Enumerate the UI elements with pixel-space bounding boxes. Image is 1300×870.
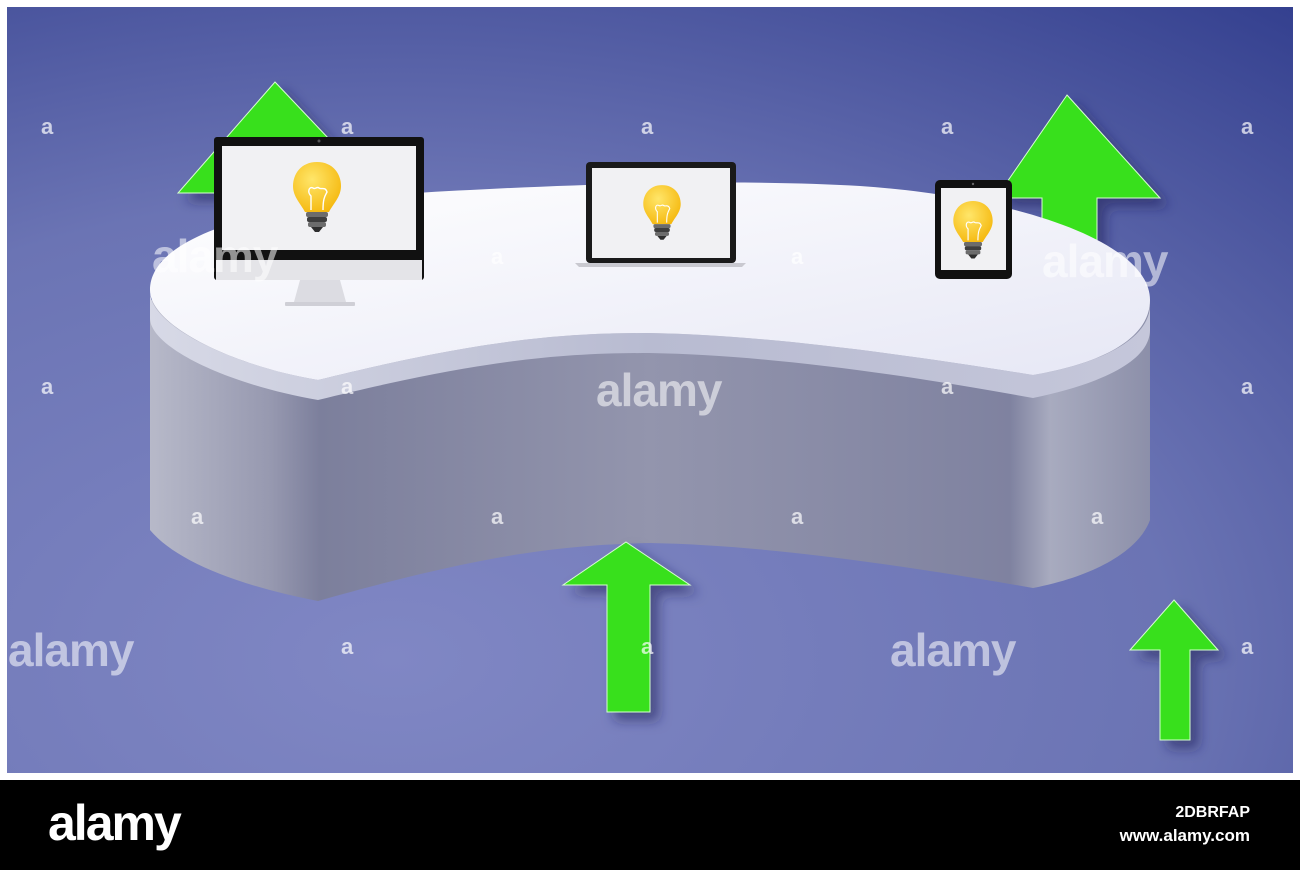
monitor-icon [214, 137, 424, 306]
green-up-arrow-icon [1128, 599, 1220, 741]
watermark-letter: a [791, 504, 804, 529]
laptop-icon [575, 162, 746, 267]
watermark-layer: alamy alamy alamy alamy alamy a a a a a … [8, 114, 1254, 676]
site-url: www.alamy.com [1119, 826, 1250, 845]
watermark-letter: a [41, 374, 54, 399]
watermark-letter: a [1241, 374, 1254, 399]
watermark-letter: a [641, 634, 654, 659]
watermark-letter: a [641, 114, 654, 139]
watermark-letter: a [41, 114, 54, 139]
watermark-letter: a [341, 634, 354, 659]
watermark-letter: a [1241, 114, 1254, 139]
watermark-letter: a [1091, 504, 1104, 529]
alamy-logo: alamy [48, 795, 182, 851]
tablet-icon [935, 180, 1012, 279]
watermark-letter: a [341, 374, 354, 399]
watermark: alamy [8, 624, 135, 676]
watermark: alamy [1042, 235, 1169, 287]
watermark-letter: a [1241, 634, 1254, 659]
watermark-letter: a [941, 114, 954, 139]
watermark-letter: a [791, 244, 804, 269]
footer-bar: alamy 2DBRFAP www.alamy.com [0, 780, 1300, 870]
platform-rim [150, 292, 1150, 400]
watermark-letter: a [941, 374, 954, 399]
watermark-letter: a [341, 114, 354, 139]
watermark-letter: a [491, 244, 504, 269]
green-up-arrow-icon [561, 541, 692, 713]
watermark: alamy [152, 230, 279, 282]
watermark: alamy [596, 364, 723, 416]
watermark: alamy [890, 624, 1017, 676]
watermark-letter: a [491, 504, 504, 529]
image-id: 2DBRFAP [1175, 804, 1250, 821]
watermark-letter: a [191, 504, 204, 529]
